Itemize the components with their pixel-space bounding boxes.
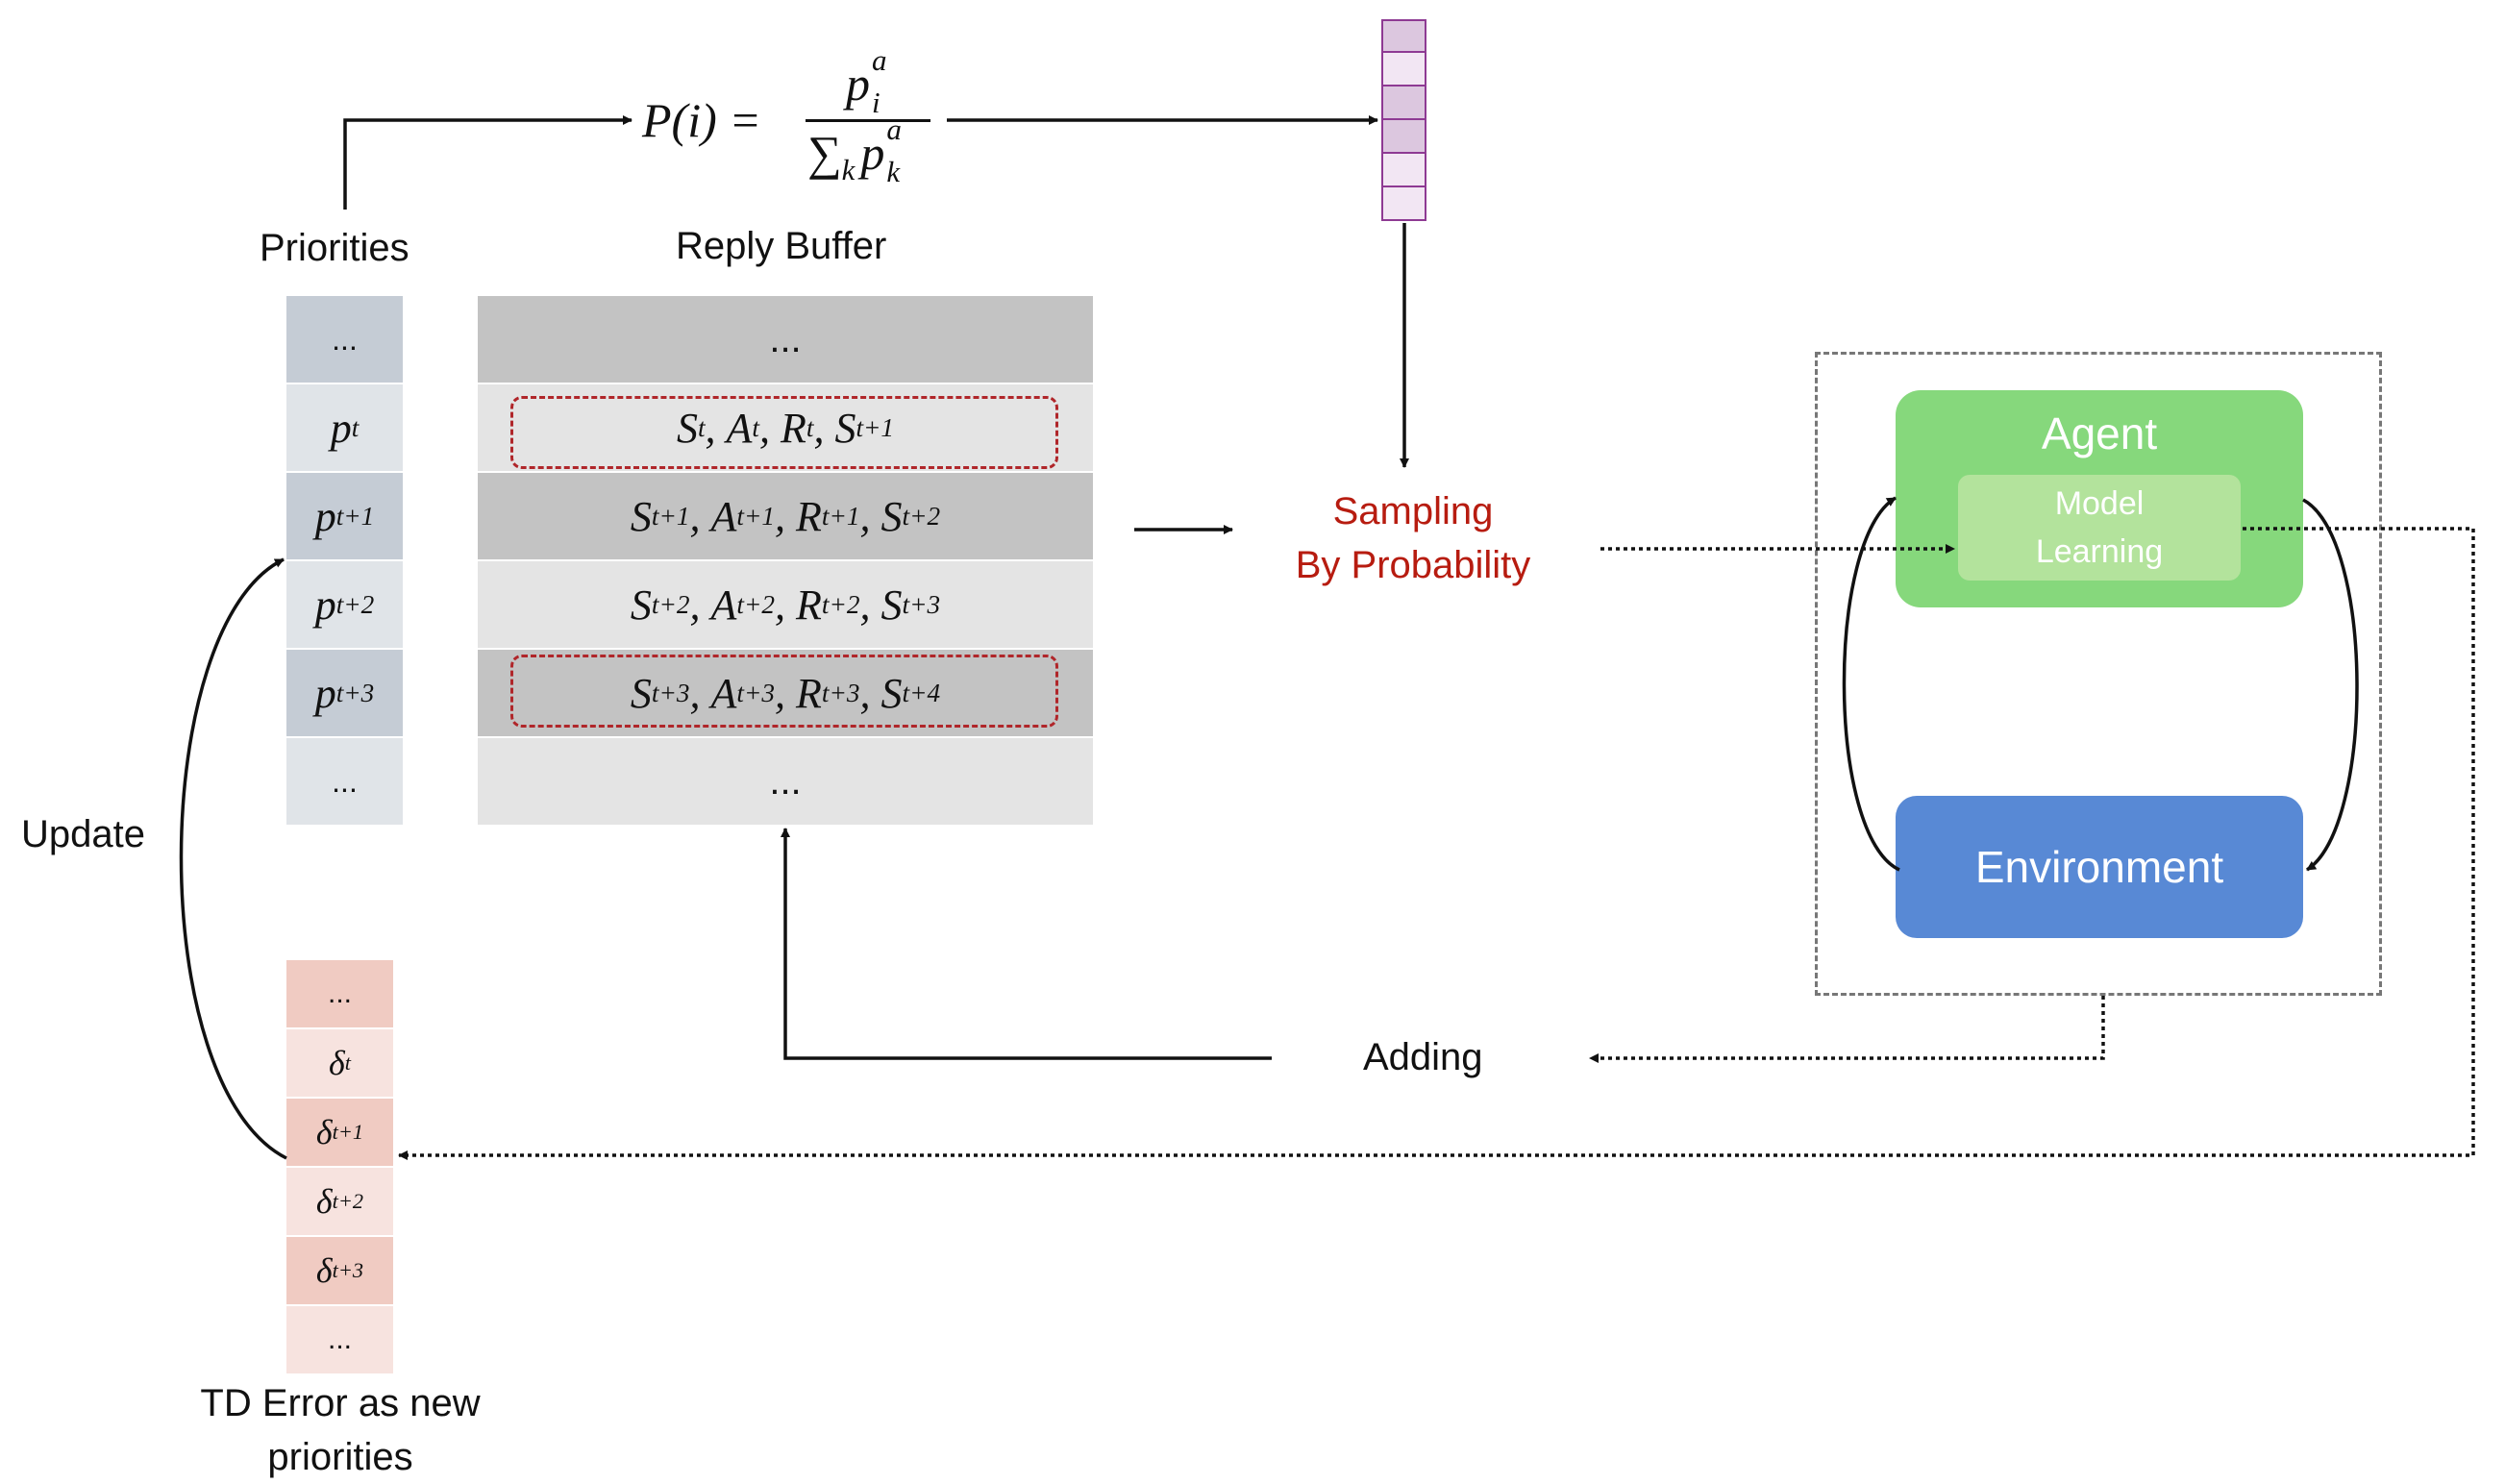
sampled-batch-icon (1381, 19, 1426, 221)
sampling-label: Sampling By Probability (1295, 490, 1531, 586)
td-error-caption: TD Error as new priorities (200, 1382, 481, 1478)
buffer-row: ... (478, 296, 1093, 383)
adding-label: Adding (1363, 1036, 1483, 1078)
adding-to-buffer-arrow (781, 828, 1272, 1060)
priorities-to-formula-arrow (343, 115, 632, 210)
agent-environment-frame (1815, 352, 2382, 996)
priority-cell: ... (286, 296, 403, 383)
td-error-cell: ... (286, 960, 393, 1027)
environment-box: Environment (1896, 796, 2303, 938)
formula-lhs: P(i) = (642, 93, 761, 147)
priorities-label: Priorities (260, 227, 409, 269)
sampled-transition-highlight (510, 655, 1058, 728)
model-to-td-error-arrow (398, 527, 2475, 1160)
update-label: Update (21, 813, 145, 855)
reply-buffer-label: Reply Buffer (676, 225, 887, 267)
model-learning-box: Model Learning (1958, 475, 2241, 581)
sampled-transition-highlight (510, 396, 1058, 469)
formula-fraction-bar (806, 119, 930, 122)
buffer-row: ... (478, 738, 1093, 825)
environment-to-agent-arrow (1842, 496, 1900, 872)
agent-label: Agent (2041, 408, 2158, 458)
priority-cell: ... (286, 738, 403, 825)
update-arrow (179, 557, 287, 1160)
agent-to-environment-arrow (2302, 498, 2359, 872)
frame-to-adding-arrow (1589, 996, 2105, 1063)
td-error-cell: ... (286, 1306, 393, 1373)
